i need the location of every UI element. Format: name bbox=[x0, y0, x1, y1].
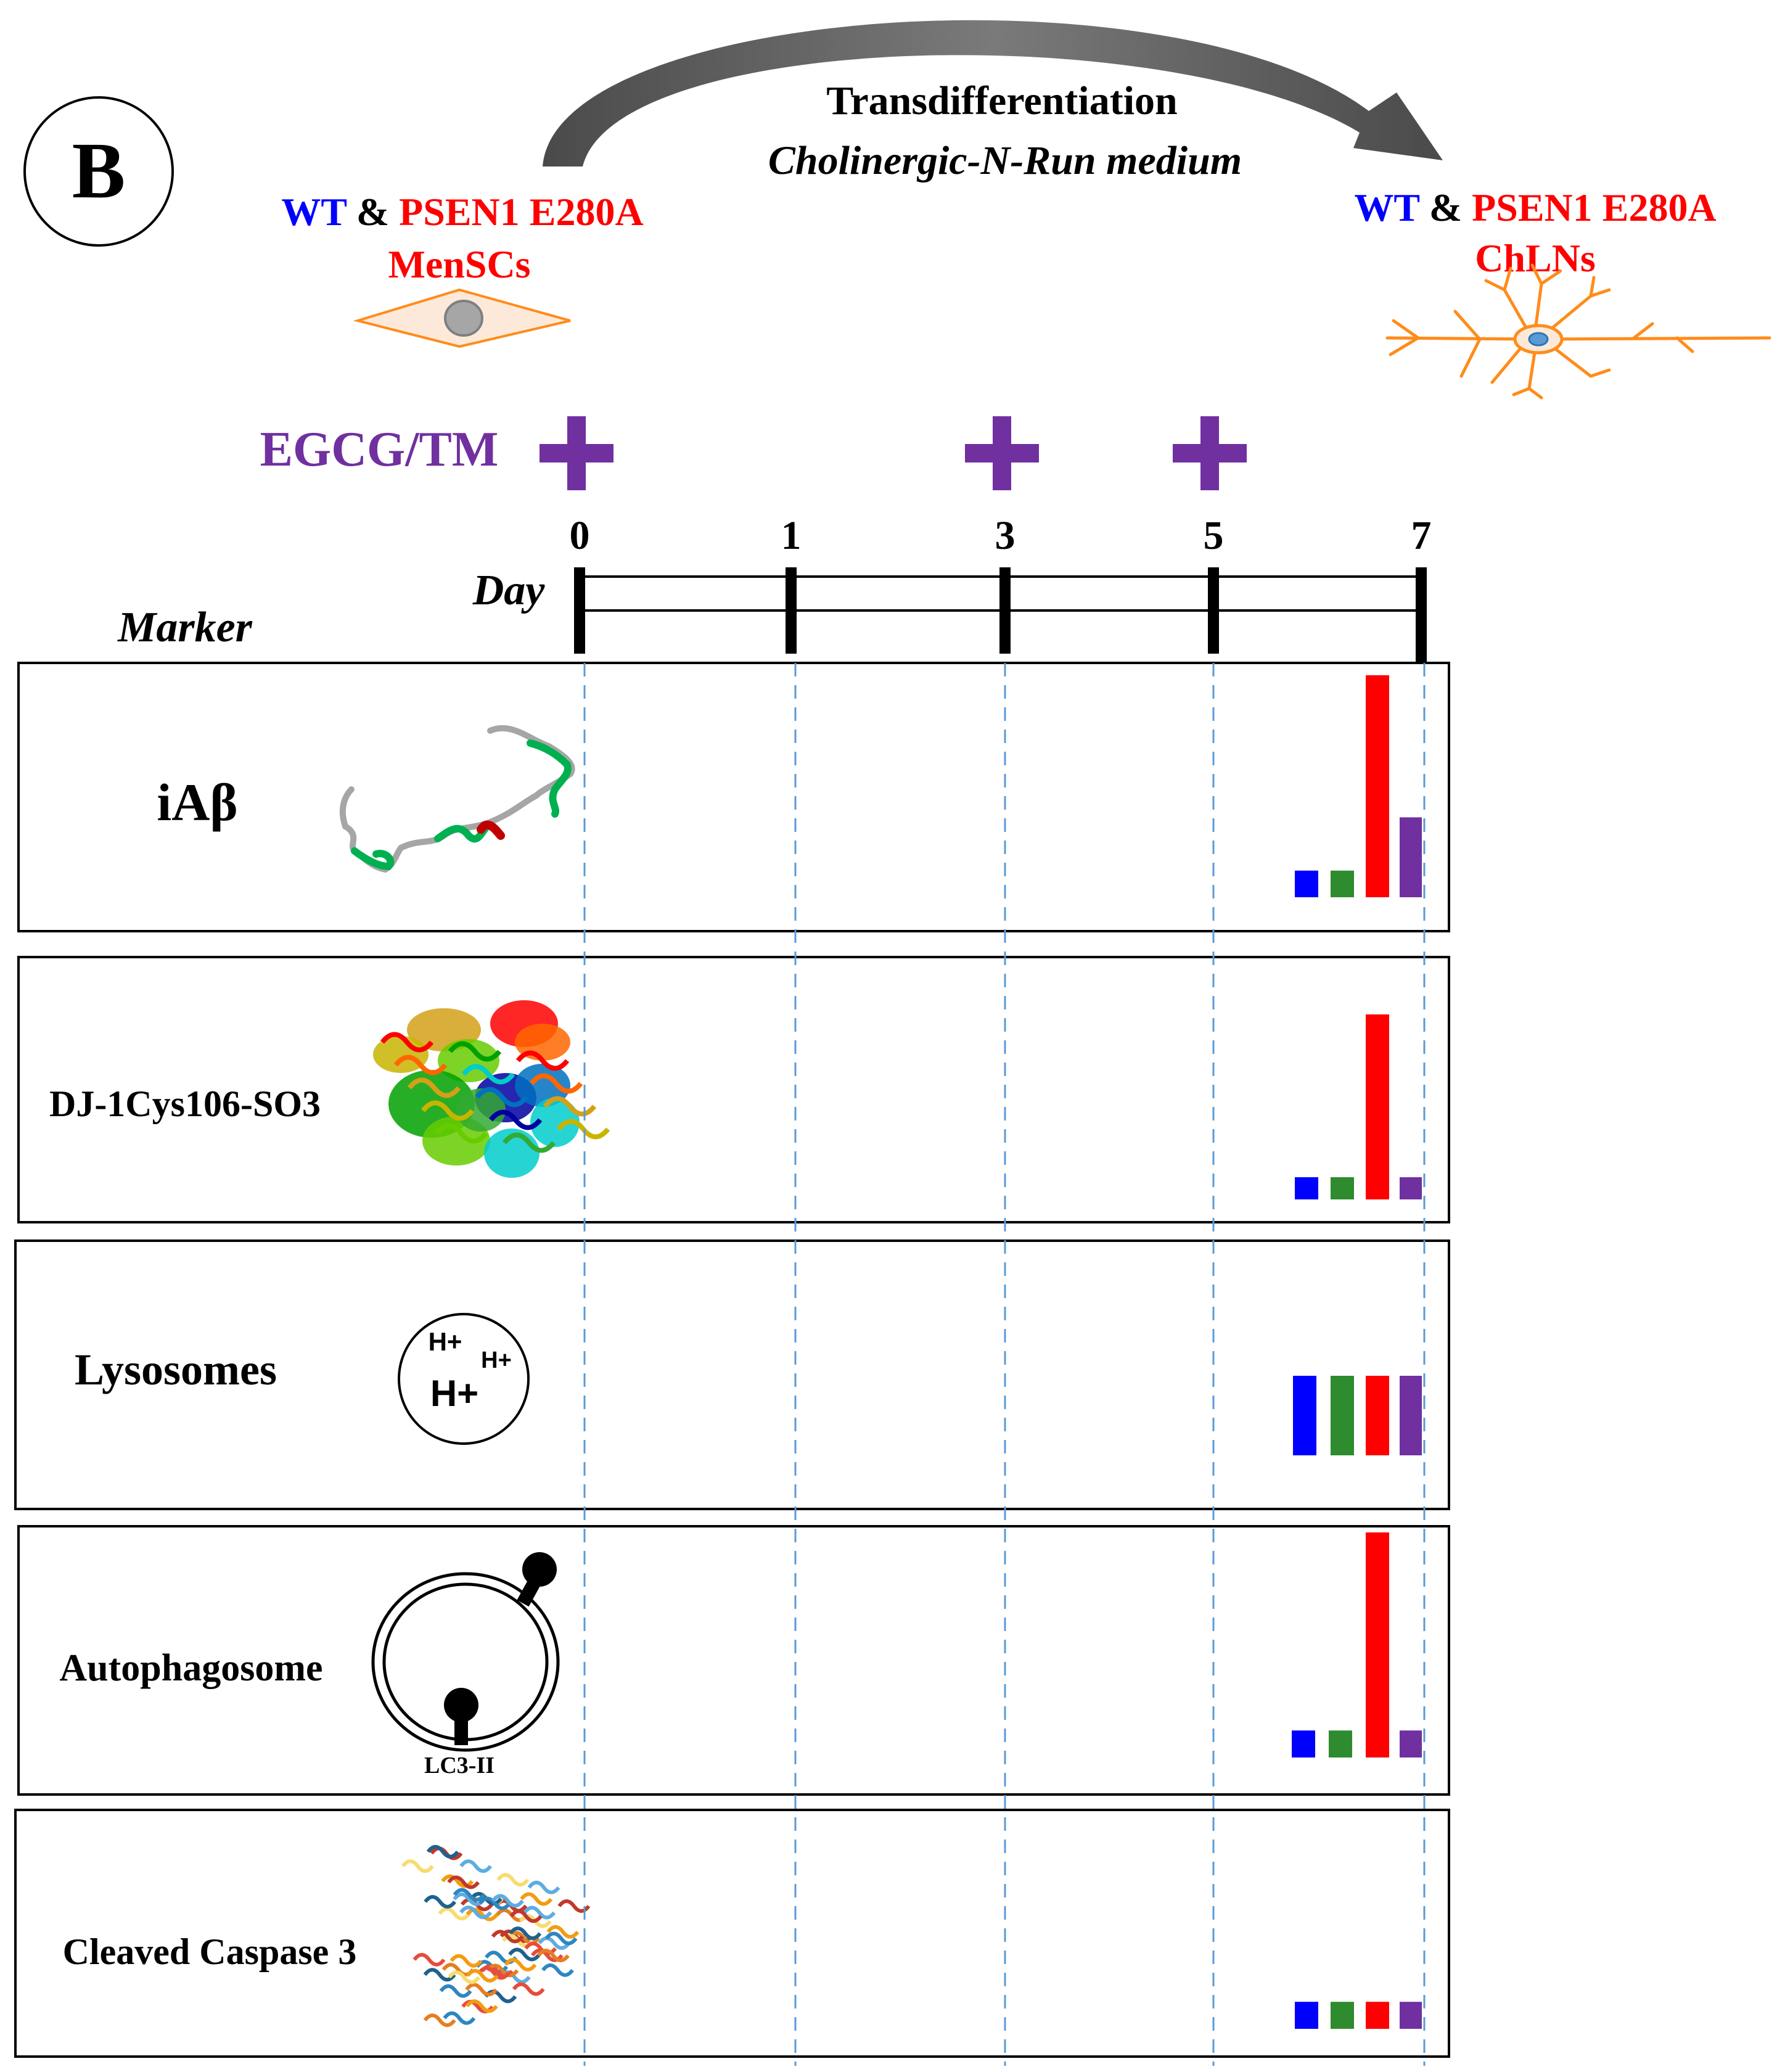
panel-letter: B bbox=[72, 126, 126, 215]
marker-name: Cleaved Caspase 3 bbox=[63, 1931, 357, 1972]
level-bar-wt-treated bbox=[1331, 870, 1354, 897]
day-label-1: 1 bbox=[781, 513, 802, 558]
level-bar-mutant bbox=[1366, 1376, 1389, 1455]
process-medium: Cholinergic-N-Run medium bbox=[768, 138, 1242, 183]
neuron-cell-icon bbox=[1385, 263, 1771, 400]
marker-row-2: DJ-1Cys106-SO3 bbox=[17, 956, 1450, 1223]
marker-header: Marker bbox=[117, 604, 253, 651]
peptide-ribbon-icon bbox=[339, 725, 575, 873]
end-mutant-label: PSEN1 E280A bbox=[1472, 186, 1717, 229]
level-bar-wt bbox=[1292, 1730, 1315, 1758]
end-amp-label: & bbox=[1429, 186, 1462, 229]
treatment-cross-day-0 bbox=[540, 416, 613, 490]
marker-rows: iAβDJ-1Cys106-SO3LysosomesH+H+H+Autophag… bbox=[14, 662, 1450, 2058]
start-mutant-label: PSEN1 E280A bbox=[399, 190, 644, 234]
level-bar-wt bbox=[1295, 1177, 1318, 1199]
level-bar-wt bbox=[1293, 1376, 1316, 1455]
treatment-cross-day-3 bbox=[965, 416, 1039, 490]
day-guide-lines bbox=[583, 663, 1426, 2066]
start-cell-type: MenSCs bbox=[388, 242, 530, 286]
autophagosome-icon: LC3-II bbox=[371, 1552, 560, 1778]
proton-label: H+ bbox=[430, 1373, 478, 1414]
start-amp-label: & bbox=[356, 190, 389, 234]
marker-name: DJ-1Cys106-SO3 bbox=[49, 1083, 321, 1124]
level-bar-mutant-treated bbox=[1400, 817, 1422, 897]
caspase3-protein-structure-icon bbox=[401, 1844, 591, 2028]
timeline: 0 1 3 5 7 bbox=[570, 513, 1432, 663]
day-axis-label: Day bbox=[472, 567, 546, 614]
level-bar-wt-treated bbox=[1331, 2002, 1354, 2029]
marker-row-box bbox=[17, 662, 1450, 932]
start-wt-label: WT bbox=[281, 190, 347, 234]
level-bar-mutant bbox=[1366, 1014, 1389, 1199]
marker-row-box bbox=[14, 1240, 1450, 1510]
marker-row-5: Cleaved Caspase 3 bbox=[14, 1809, 1450, 2058]
lc3-ii-label: LC3-II bbox=[424, 1753, 494, 1778]
day-label-7: 7 bbox=[1411, 513, 1432, 558]
start-cells-genotypes: WT & PSEN1 E280A bbox=[281, 190, 643, 234]
proton-label: H+ bbox=[429, 1327, 462, 1356]
transdifferentiation-arrow bbox=[543, 20, 1443, 166]
level-bar-mutant-treated bbox=[1400, 1730, 1422, 1758]
treatment-label: EGCG/TM bbox=[260, 422, 499, 477]
level-bar-mutant-treated bbox=[1400, 1376, 1422, 1455]
level-bar-wt bbox=[1295, 870, 1318, 897]
level-bar-wt-treated bbox=[1331, 1376, 1354, 1455]
treatment-crosses bbox=[540, 416, 1247, 490]
marker-name: Autophagosome bbox=[59, 1647, 322, 1689]
marker-row-box bbox=[17, 1525, 1450, 1796]
level-bar-mutant-treated bbox=[1400, 1177, 1422, 1199]
proton-label: H+ bbox=[481, 1347, 512, 1373]
panel-letter-badge: B bbox=[23, 96, 174, 247]
level-bar-wt-treated bbox=[1329, 1730, 1352, 1758]
day-label-5: 5 bbox=[1204, 513, 1224, 558]
end-cells-genotypes: WT & PSEN1 E280A bbox=[1354, 186, 1716, 229]
level-bar-mutant-treated bbox=[1400, 2002, 1422, 2029]
end-wt-label: WT bbox=[1354, 186, 1419, 229]
day-label-3: 3 bbox=[995, 513, 1016, 558]
level-bar-mutant bbox=[1366, 2002, 1389, 2029]
marker-row-1: iAβ bbox=[17, 662, 1450, 932]
treatment-cross-day-5 bbox=[1173, 416, 1247, 490]
marker-name: iAβ bbox=[157, 773, 237, 832]
marker-name: Lysosomes bbox=[75, 1345, 277, 1394]
mensc-cell-icon bbox=[353, 288, 571, 348]
dj1-protein-structure-icon bbox=[373, 1000, 610, 1178]
marker-row-box bbox=[17, 956, 1450, 1223]
lysosome-icon: H+H+H+ bbox=[398, 1313, 530, 1445]
marker-row-box bbox=[14, 1809, 1450, 2058]
level-bar-wt-treated bbox=[1331, 1177, 1354, 1199]
process-title: Transdifferentiation bbox=[826, 78, 1178, 123]
level-bar-mutant bbox=[1366, 675, 1389, 897]
day-label-0: 0 bbox=[570, 513, 590, 558]
level-bar-mutant bbox=[1366, 1532, 1389, 1758]
level-bar-wt bbox=[1295, 2002, 1318, 2029]
